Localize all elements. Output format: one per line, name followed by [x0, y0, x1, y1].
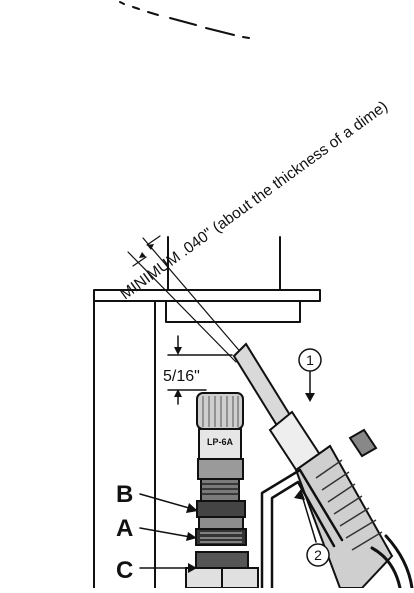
- part-label-c: C: [116, 557, 133, 584]
- callout-one: 1: [298, 348, 322, 372]
- plug-marking: LP-6A: [207, 437, 234, 447]
- dimension-ticks: [167, 335, 233, 405]
- gap-note: MINIMUM .040" (about the thickness of a …: [117, 98, 391, 303]
- callout-leaders: [139, 371, 317, 573]
- dashed-arc: [119, 1, 250, 39]
- pilot-electrode: LP-6A: [185, 392, 259, 589]
- part-label-a: A: [116, 515, 133, 542]
- gap-dimension-label: 5/16": [163, 368, 200, 385]
- callout-two-label: 2: [314, 547, 322, 563]
- callout-one-label: 1: [306, 352, 314, 368]
- ignitor-probe: [232, 342, 414, 590]
- callout-two: 2: [306, 543, 330, 567]
- gap-reference-lines: [127, 235, 244, 363]
- burner-housing: [93, 236, 321, 589]
- part-label-b: B: [116, 481, 133, 508]
- mounting-bracket: [260, 468, 344, 590]
